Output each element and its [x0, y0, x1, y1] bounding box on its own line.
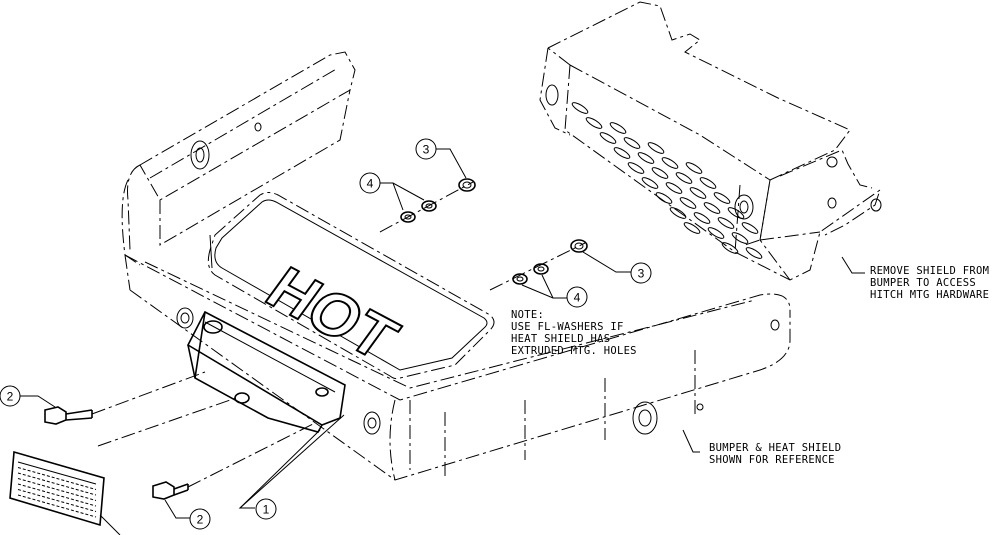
louver-slot — [661, 157, 679, 169]
heat-shield-plate: HOT — [207, 192, 495, 380]
louver-slot — [685, 162, 703, 174]
callout-1: 1 — [255, 498, 277, 520]
bolt-lower — [152, 481, 189, 500]
louver-slot — [745, 247, 763, 259]
remove-shield-note: REMOVE SHIELD FROM BUMPER TO ACCESS HITC… — [870, 265, 989, 301]
svg-text:BUMPER TO ACCESS: BUMPER TO ACCESS — [870, 277, 976, 289]
removed-heat-shield — [539, 1, 882, 281]
svg-text:HEAT SHIELD HAS: HEAT SHIELD HAS — [511, 333, 610, 345]
callout-2-lower: 2 — [189, 508, 211, 530]
decal-text-line — [17, 478, 97, 501]
louver-slot — [713, 192, 731, 204]
louver-slot — [651, 167, 669, 179]
hot-label: HOT — [254, 255, 410, 373]
louver-slot — [647, 142, 665, 154]
louver-slot — [693, 212, 711, 224]
bolt-upper — [44, 406, 93, 425]
louver-slot — [655, 192, 673, 204]
shield-louvers — [571, 102, 763, 259]
decal-text-line — [17, 472, 97, 496]
callout-2-upper: 2 — [0, 385, 21, 407]
callout-3-upper: 3 — [415, 138, 437, 160]
svg-text:3: 3 — [638, 267, 645, 281]
louver-slot — [703, 202, 721, 214]
svg-text:SHOWN FOR REFERENCE: SHOWN FOR REFERENCE — [709, 454, 835, 466]
svg-text:REMOVE SHIELD FROM: REMOVE SHIELD FROM — [870, 265, 989, 277]
louver-slot — [683, 222, 701, 234]
washer-note: NOTE: USE FL-WASHERS IF HEAT SHIELD HAS … — [511, 309, 637, 357]
louver-slot — [699, 177, 717, 189]
louver-slot — [727, 207, 745, 219]
louver-slot — [675, 172, 693, 184]
louver-slot — [637, 152, 655, 164]
svg-text:1: 1 — [263, 503, 270, 517]
decal-text-line — [17, 494, 97, 518]
svg-text:USE FL-WASHERS IF: USE FL-WASHERS IF — [511, 321, 624, 333]
svg-text:NOTE:: NOTE: — [511, 309, 544, 321]
louver-slot — [623, 137, 641, 149]
svg-text:4: 4 — [574, 291, 581, 305]
louver-slot — [717, 217, 735, 229]
decal-text-line — [17, 467, 97, 490]
louver-slot — [641, 177, 659, 189]
louver-slot — [599, 132, 617, 144]
callout-4-upper: 4 — [359, 172, 381, 194]
louver-slot — [571, 102, 589, 114]
louver-slot — [627, 162, 645, 174]
svg-text:4: 4 — [367, 177, 374, 191]
hitch-bracket-part-1 — [186, 310, 346, 433]
callout-leaders — [20, 148, 865, 519]
louver-slot — [741, 222, 759, 234]
svg-text:2: 2 — [7, 390, 14, 404]
louver-slot — [613, 147, 631, 159]
svg-text:3: 3 — [423, 143, 430, 157]
assembly-centerlines — [91, 181, 586, 488]
decal-text-line — [17, 483, 97, 507]
louver-slot — [609, 122, 627, 134]
louver-slot — [731, 232, 749, 244]
washers-lower — [512, 239, 588, 285]
decal-text-line — [17, 489, 97, 512]
louver-slot — [721, 242, 739, 254]
decal-text-line — [17, 461, 97, 485]
callout-3-lower: 3 — [630, 262, 652, 284]
louver-slot — [669, 207, 687, 219]
louver-slot — [665, 182, 683, 194]
louver-slot — [679, 197, 697, 209]
louver-slot — [707, 227, 725, 239]
louver-slot — [689, 187, 707, 199]
svg-text:EXTRUDED MTG. HOLES: EXTRUDED MTG. HOLES — [511, 345, 637, 357]
svg-text:HITCH MTG HARDWARE: HITCH MTG HARDWARE — [870, 289, 989, 301]
callout-4-lower: 4 — [566, 286, 588, 308]
svg-text:2: 2 — [197, 513, 204, 527]
bumper-reference-note: BUMPER & HEAT SHIELD SHOWN FOR REFERENCE — [709, 442, 841, 466]
louver-slot — [585, 117, 603, 129]
washers-upper — [400, 178, 476, 223]
bumper-outline — [121, 51, 791, 481]
warning-decal — [9, 450, 121, 535]
svg-text:BUMPER & HEAT SHIELD: BUMPER & HEAT SHIELD — [709, 442, 841, 454]
